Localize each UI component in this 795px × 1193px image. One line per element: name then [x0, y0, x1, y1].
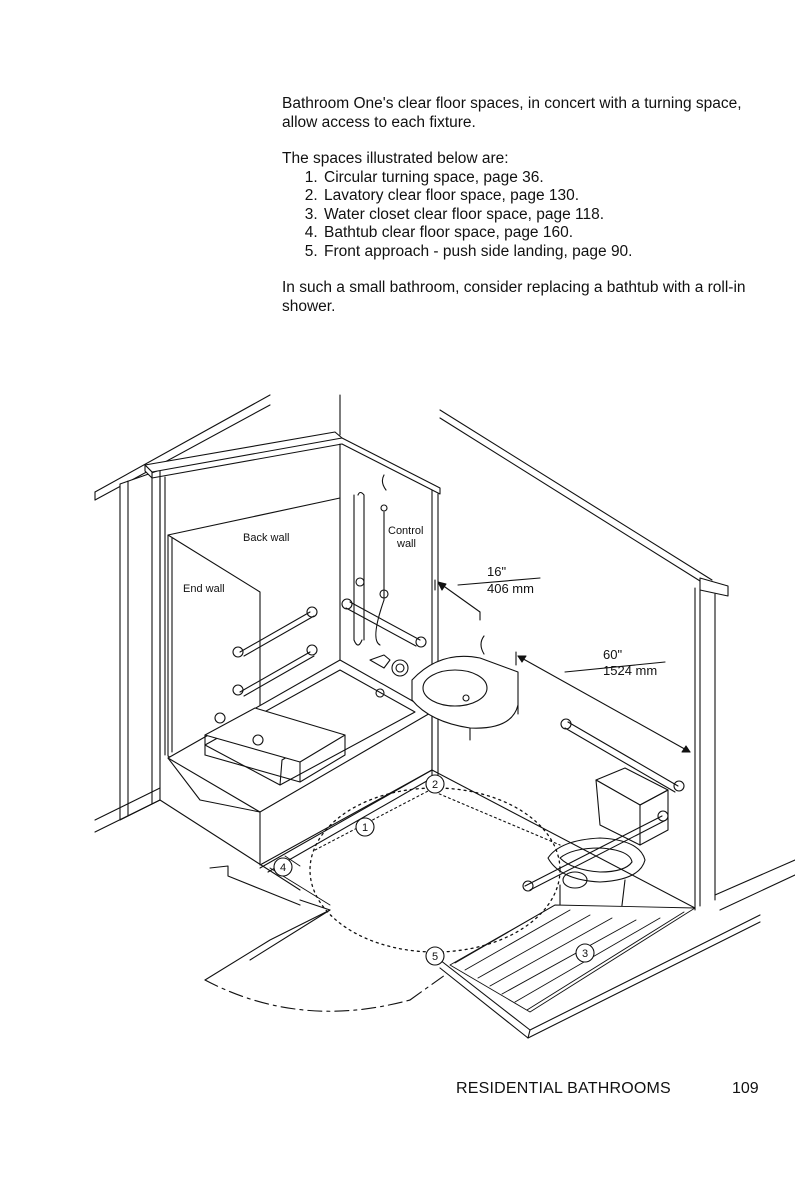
door-opening — [204, 909, 331, 981]
bathroom-illustration: Back wall End wall Control wall 16" 406 … — [94, 394, 795, 1039]
dimension-60-imperial: 60" — [603, 647, 622, 662]
control-wall-label-line1: Control — [388, 525, 423, 537]
callout-4: 4 — [280, 862, 286, 874]
end-wall-label: End wall — [183, 583, 225, 595]
callout-5: 5 — [432, 951, 438, 963]
water-closet — [522, 767, 669, 929]
callout-1: 1 — [362, 822, 368, 834]
callout-circles — [273, 774, 595, 966]
back-wall-label: Back wall — [243, 532, 289, 544]
spaces-list-intro: The spaces illustrated below are: — [282, 150, 509, 167]
grab-bar-right-wall — [560, 718, 685, 793]
intro-text: Bathroom One's clear floor spaces, in co… — [282, 95, 752, 334]
list-item: Bathtub clear floor space, page 160. — [322, 224, 752, 243]
lavatory — [411, 635, 519, 741]
dimension-60 — [515, 651, 691, 753]
shower-controls — [341, 474, 427, 677]
dimension-60-metric: 1524 mm — [603, 663, 657, 678]
control-wall-label-line2: wall — [396, 538, 416, 550]
list-item: Lavatory clear floor space, page 130. — [322, 187, 752, 206]
bathtub — [167, 659, 433, 866]
callout-2: 2 — [432, 779, 438, 791]
list-item: Front approach - push side landing, page… — [322, 243, 752, 262]
intro-paragraph-2: In such a small bathroom, consider repla… — [282, 279, 746, 315]
page-number: 109 — [732, 1080, 759, 1097]
floor — [159, 769, 761, 1039]
spaces-list-block: The spaces illustrated below are: Circul… — [282, 150, 752, 261]
right-side-wall — [439, 409, 795, 911]
wc-clear-floor-space — [449, 904, 696, 1013]
callout-3: 3 — [582, 948, 588, 960]
dimension-16 — [434, 577, 541, 621]
list-item: Water closet clear floor space, page 118… — [322, 206, 752, 225]
lav-clear-floor-space — [314, 789, 561, 851]
dimension-16-metric: 406 mm — [487, 581, 534, 596]
wall-top-cap — [144, 431, 441, 495]
list-item: Circular turning space, page 36. — [322, 169, 752, 188]
spaces-list: Circular turning space, page 36. Lavator… — [282, 169, 752, 262]
footer-section-title: RESIDENTIAL BATHROOMS — [456, 1080, 671, 1097]
intro-paragraph-1: Bathroom One's clear floor spaces, in co… — [282, 95, 742, 131]
grab-bars-end-wall — [232, 606, 318, 697]
door-landing-arc — [204, 974, 446, 1012]
dimension-16-imperial: 16" — [487, 564, 506, 579]
